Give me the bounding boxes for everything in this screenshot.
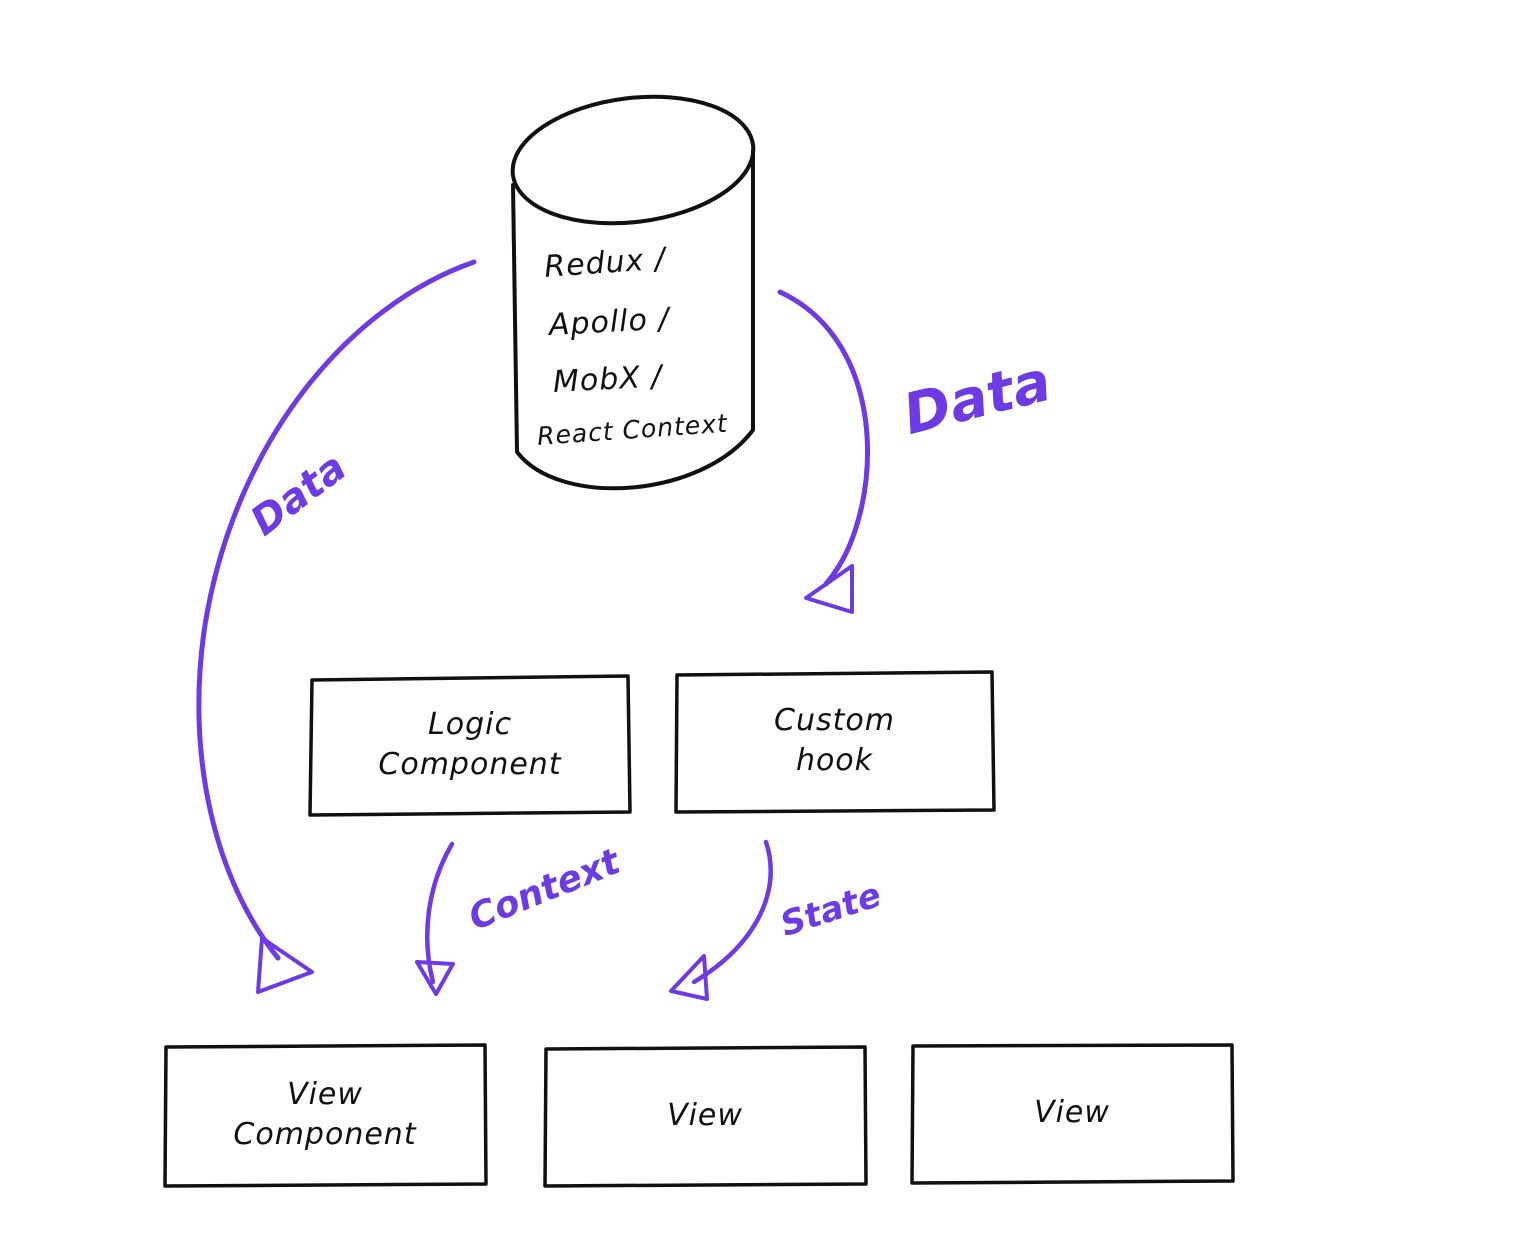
view-mid-label: View	[667, 1097, 743, 1133]
database-cylinder-icon	[510, 94, 756, 491]
view-component-box	[163, 1043, 488, 1188]
data-right-arrow	[777, 289, 871, 614]
store-label-apollo: Apollo /	[548, 301, 671, 343]
view-component-label: View Component	[233, 1076, 417, 1153]
context-arrow	[415, 841, 455, 996]
data-left-arrow	[196, 259, 477, 994]
custom-hook-box	[674, 670, 996, 814]
store-label-redux: Redux /	[543, 241, 668, 285]
logic-component-label: Logic Component	[378, 706, 562, 783]
logic-component-box	[308, 674, 632, 817]
view-right-box	[910, 1043, 1235, 1185]
store-label-mobx: MobX /	[552, 359, 664, 400]
custom-hook-label: Custom hook	[774, 702, 895, 779]
view-mid-box	[543, 1045, 868, 1188]
view-right-label: View	[1034, 1094, 1110, 1130]
state-arrow	[669, 839, 773, 1001]
